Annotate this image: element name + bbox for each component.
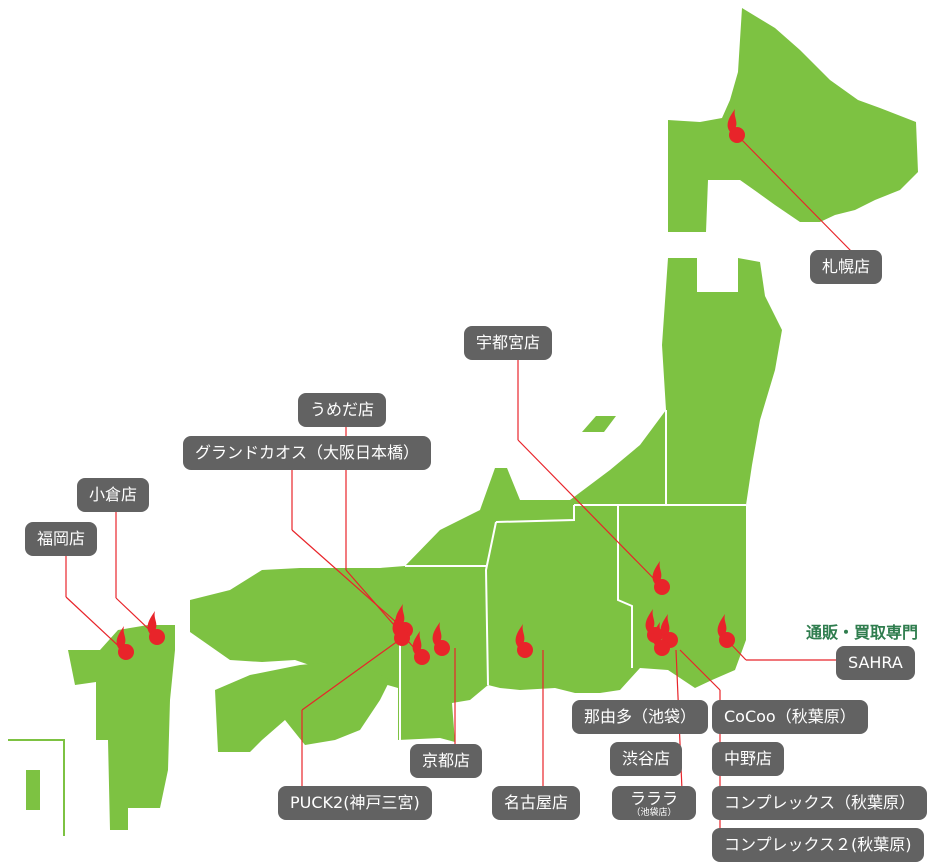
flame-icon <box>660 614 670 638</box>
pin-dot <box>654 579 670 595</box>
store-label-kyoto[interactable]: 京都店 <box>410 744 483 778</box>
store-label-rarara[interactable]: ラララ （池袋店） <box>612 786 696 820</box>
store-label-nakano[interactable]: 中野店 <box>712 742 785 776</box>
pin-nagoya <box>515 624 533 658</box>
pin-dot <box>118 644 134 660</box>
flame-icon <box>147 611 157 635</box>
store-label-shibuya[interactable]: 渋谷店 <box>610 742 683 776</box>
pin-utsunomiya <box>652 561 670 595</box>
store-label-fukuoka[interactable]: 福岡店 <box>25 522 98 556</box>
flame-icon <box>727 109 737 133</box>
store-label-nagoya[interactable]: 名古屋店 <box>492 786 581 820</box>
pin-sahra <box>717 614 735 648</box>
store-label-nayuta[interactable]: 那由多（池袋） <box>572 700 709 734</box>
store-label-utsunomiya[interactable]: 宇都宮店 <box>464 326 553 360</box>
flame-icon <box>116 626 126 650</box>
pin-sapporo <box>727 109 745 143</box>
pin-dot <box>434 640 450 656</box>
pin-kyoto <box>432 622 450 656</box>
store-label-sahra[interactable]: SAHRA <box>836 646 915 680</box>
okinawa-island <box>26 770 40 810</box>
pin-fukuoka <box>116 626 134 660</box>
honshu-central-region <box>190 410 746 742</box>
region-border <box>399 410 746 740</box>
store-label-puck2[interactable]: PUCK2(神戸三宮) <box>278 786 432 820</box>
hokkaido-region <box>668 8 918 232</box>
tohoku-region <box>662 258 782 505</box>
pin-dot <box>414 649 430 665</box>
pin-dot <box>517 642 533 658</box>
store-label-umeda[interactable]: うめだ店 <box>298 393 387 427</box>
flame-icon <box>652 561 662 585</box>
flame-icon <box>645 609 655 633</box>
pin-dot <box>394 630 410 646</box>
flame-icon <box>432 622 442 646</box>
kyushu-region <box>68 625 175 830</box>
pin-puck2 <box>392 612 410 646</box>
island <box>376 652 388 664</box>
okinawa-inset-frame <box>8 739 65 836</box>
store-label-kokura[interactable]: 小倉店 <box>77 478 150 512</box>
flame-icon <box>392 612 402 636</box>
rarara-sub: （池袋店） <box>631 808 677 818</box>
sado-island <box>582 416 616 432</box>
leader-lines <box>65 134 853 858</box>
flame-icon <box>652 622 662 646</box>
store-pins <box>116 109 745 665</box>
pin-umeda <box>412 631 430 665</box>
store-label-complex2[interactable]: コンプレックス２(秋葉原) <box>712 828 924 862</box>
pin-dot <box>719 632 735 648</box>
flame-icon <box>515 624 525 648</box>
rarara-name: ラララ <box>629 789 678 808</box>
shikoku-region <box>215 662 390 752</box>
pin-shibuya <box>652 622 670 656</box>
store-label-sapporo[interactable]: 札幌店 <box>810 250 883 284</box>
store-label-grand-chaos[interactable]: グランドカオス（大阪日本橋） <box>183 436 432 470</box>
pin-dot <box>654 640 670 656</box>
pin-dot <box>149 629 165 645</box>
store-label-complex[interactable]: コンプレックス（秋葉原） <box>712 786 928 820</box>
flame-icon <box>412 631 422 655</box>
pin-kokura <box>147 611 165 645</box>
flame-icon <box>717 614 727 638</box>
pin-dot <box>729 127 745 143</box>
mail-order-heading: 通販・買取専門 <box>806 623 919 642</box>
store-label-cocoo[interactable]: CoCoo（秋葉原） <box>712 700 868 734</box>
